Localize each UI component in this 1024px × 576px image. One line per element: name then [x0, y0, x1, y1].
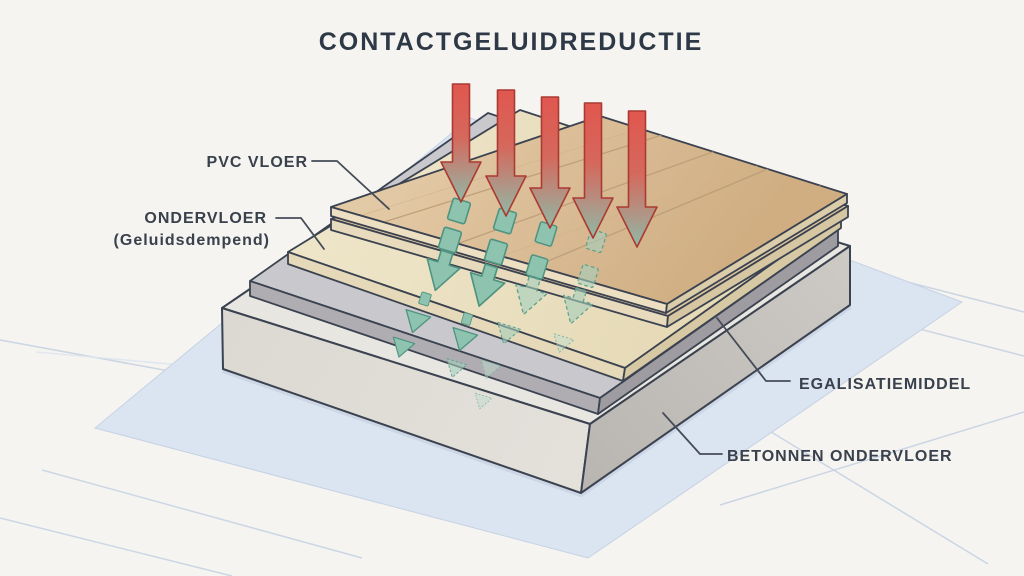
leader-ondervloer [275, 217, 325, 250]
label-ondervloer-sub: (Geluidsdempend) [114, 232, 270, 249]
impact-arrow [485, 89, 527, 217]
label-egalisatiemiddel: EGALISATIEMIDDEL [799, 376, 971, 393]
leader-betonnen-ondervloer [662, 412, 723, 455]
impact-arrow [440, 83, 482, 203]
label-ondervloer: ONDERVLOER [144, 210, 267, 227]
leader-pvc-vloer [311, 160, 390, 210]
label-pvc-vloer: PVC VLOER [207, 154, 308, 171]
impact-sound-arrows [440, 83, 658, 248]
leader-lines [275, 160, 791, 455]
impact-arrow [529, 96, 571, 229]
diagram-title: CONTACTGELUIDREDUCTIE [319, 28, 704, 56]
impact-arrow [616, 110, 658, 248]
impact-arrow [572, 102, 614, 239]
label-betonnen-ondervloer: BETONNEN ONDERVLOER [727, 448, 953, 465]
leader-egalisatiemiddel [716, 317, 791, 382]
